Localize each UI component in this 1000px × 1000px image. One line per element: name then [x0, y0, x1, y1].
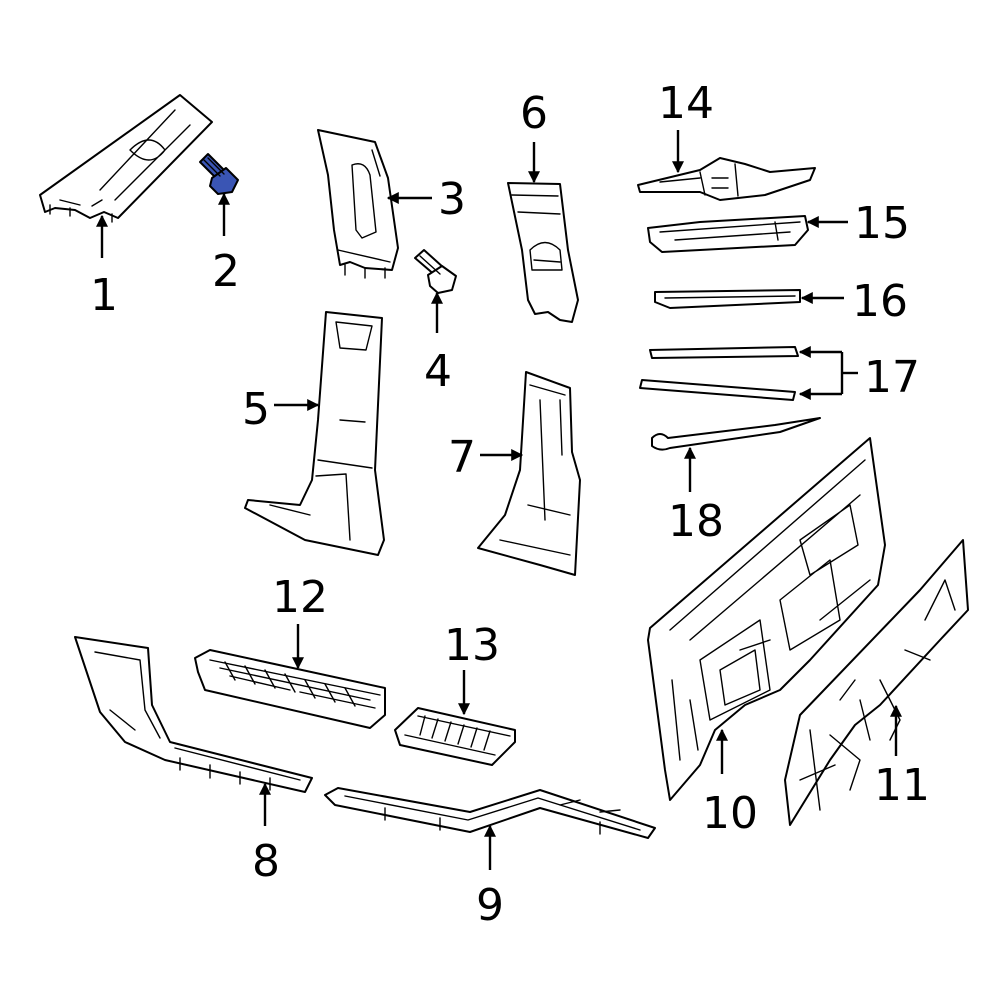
callout-5: 5 — [242, 384, 270, 435]
callout-12: 12 — [272, 572, 328, 623]
part-6-pillar-trim[interactable] — [507, 182, 579, 323]
part-15-handle-tray[interactable] — [647, 215, 809, 253]
callout-3: 3 — [438, 174, 466, 225]
part-7-pillar-trim[interactable] — [477, 371, 581, 576]
part-12-storage-tray[interactable] — [194, 649, 386, 729]
callout-7: 7 — [448, 432, 476, 483]
callout-6: 6 — [520, 88, 548, 139]
part-1-cowl-trim[interactable] — [39, 94, 213, 223]
part-14-jack[interactable] — [637, 157, 816, 201]
callout-labels: 1 2 3 4 5 6 7 8 9 10 11 12 13 14 15 16 1… — [90, 78, 930, 931]
part-4-bolt[interactable] — [414, 249, 457, 294]
part-8-sill-plate[interactable] — [74, 636, 313, 793]
part-13-vent-grille[interactable] — [394, 707, 516, 766]
callout-2: 2 — [212, 246, 240, 297]
callout-9: 9 — [476, 880, 504, 931]
leader-lines — [96, 130, 902, 870]
part-17-rods[interactable] — [639, 346, 799, 401]
callout-4: 4 — [424, 346, 452, 397]
callout-15: 15 — [854, 198, 910, 249]
part-9-sill-plate[interactable] — [324, 787, 656, 839]
callout-14: 14 — [658, 78, 714, 129]
callout-1: 1 — [90, 270, 118, 321]
part-3-pillar-trim[interactable] — [317, 129, 399, 279]
callout-17: 17 — [864, 352, 920, 403]
callout-16: 16 — [852, 276, 908, 327]
part-16-bar[interactable] — [654, 289, 801, 309]
part-5-pillar-trim[interactable] — [244, 311, 385, 556]
callout-13: 13 — [444, 620, 500, 671]
part-2-bolt[interactable] — [199, 153, 239, 195]
part-18-wrench[interactable] — [651, 417, 821, 451]
callout-18: 18 — [668, 496, 724, 547]
callout-10: 10 — [702, 788, 758, 839]
part-10-rear-panel[interactable] — [647, 437, 886, 801]
callout-11: 11 — [874, 760, 930, 811]
part-11-side-panel[interactable] — [784, 539, 969, 826]
callout-8: 8 — [252, 836, 280, 887]
